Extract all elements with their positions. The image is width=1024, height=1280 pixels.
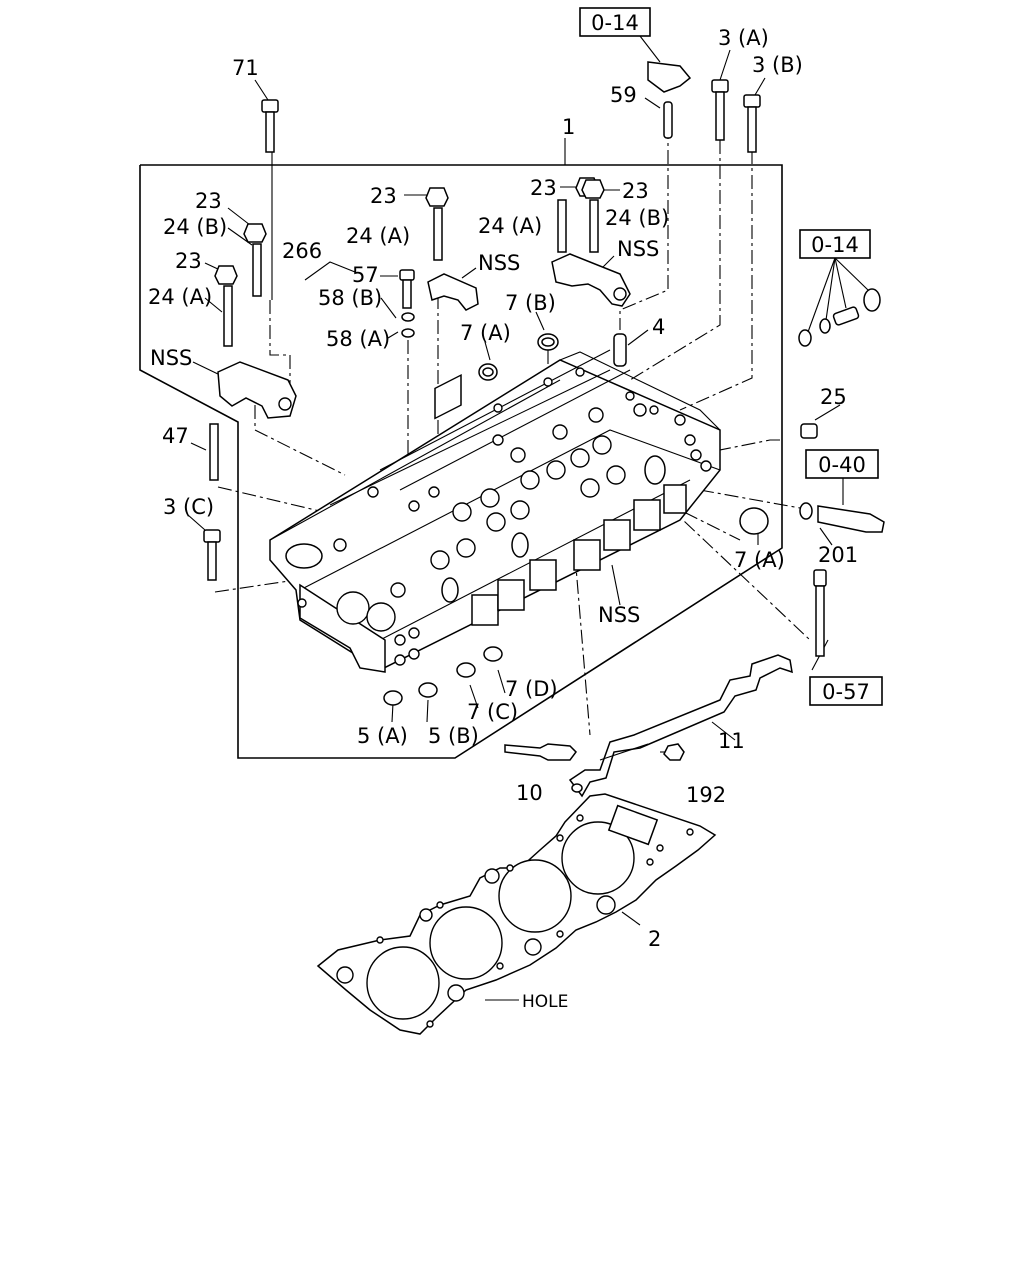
studs-24 xyxy=(223,199,599,347)
bolt-3a xyxy=(711,79,729,141)
label-3b: 3 (B) xyxy=(752,53,803,77)
glow-fitting-201 xyxy=(799,502,885,533)
o-ring-58b xyxy=(401,312,415,322)
cylinder-head-body xyxy=(269,349,721,673)
label-23-e: 23 xyxy=(622,179,649,203)
leak-off-pipe-11 xyxy=(568,654,793,798)
label-3c: 3 (C) xyxy=(163,495,214,519)
label-24a-right: 24 (A) xyxy=(478,214,542,238)
nut-192 xyxy=(663,743,685,761)
label-24a-left: 24 (A) xyxy=(148,285,212,309)
leader-lines xyxy=(187,35,844,1001)
ref-box-glow xyxy=(805,449,879,479)
label-7d: 7 (D) xyxy=(505,677,558,701)
ref-box-top xyxy=(579,7,651,37)
bolt-3b xyxy=(743,94,761,153)
label-5a: 5 (A) xyxy=(357,724,408,748)
label-hole: HOLE xyxy=(522,992,568,1012)
label-24b-right: 24 (B) xyxy=(605,206,669,230)
pin-59-and-bracket xyxy=(647,61,692,139)
seal-7a-top xyxy=(478,363,498,381)
part-labels: 71 59 3 (A) 3 (B) 1 23 24 (B) 23 24 (A) … xyxy=(148,26,858,1012)
label-25: 25 xyxy=(820,385,847,409)
ref-box-right xyxy=(799,229,871,259)
plug-25 xyxy=(800,423,818,439)
label-7c: 7 (C) xyxy=(467,700,518,724)
bearing-cap-right xyxy=(551,253,631,307)
label-23-b: 23 xyxy=(175,249,202,273)
label-1: 1 xyxy=(562,115,575,139)
label-192: 192 xyxy=(686,783,726,807)
label-nss-left: NSS xyxy=(150,346,192,370)
glow-plug-10 xyxy=(504,743,577,761)
bolt-71 xyxy=(261,99,279,153)
stud-47 xyxy=(209,423,219,481)
label-266: 266 xyxy=(282,239,322,263)
seal-7a-right xyxy=(739,507,769,535)
label-58b: 58 (B) xyxy=(318,286,382,310)
ref-box-top-label: 0-14 xyxy=(591,11,639,35)
valve-stem-seals xyxy=(383,646,503,706)
label-47: 47 xyxy=(162,424,189,448)
fitting-group-right xyxy=(798,257,881,347)
label-7a-top: 7 (A) xyxy=(460,321,511,345)
sleeve-4 xyxy=(613,333,627,367)
label-7a-right: 7 (A) xyxy=(734,548,785,572)
label-23-c: 23 xyxy=(370,184,397,208)
label-24a-mid: 24 (A) xyxy=(346,224,410,248)
label-7b: 7 (B) xyxy=(505,291,556,315)
bolt-3c xyxy=(203,529,221,581)
assembly-frame xyxy=(139,164,783,759)
label-23-d: 23 xyxy=(530,176,557,200)
ref-box-right-label: 0-14 xyxy=(811,233,859,257)
label-2: 2 xyxy=(648,927,661,951)
seal-7b xyxy=(537,333,559,351)
label-11: 11 xyxy=(718,729,745,753)
label-57: 57 xyxy=(352,263,379,287)
o-ring-58a xyxy=(401,328,415,338)
head-gasket xyxy=(316,793,717,1035)
nuts-23 xyxy=(214,177,605,285)
label-58a: 58 (A) xyxy=(326,327,390,351)
ref-box-glow-label: 0-40 xyxy=(818,453,866,477)
label-nss-right: NSS xyxy=(617,237,659,261)
label-nss-mid: NSS xyxy=(478,251,520,275)
plug-57 xyxy=(399,269,415,309)
ref-box-injector-label: 0-57 xyxy=(822,680,870,704)
label-3a: 3 (A) xyxy=(718,26,769,50)
bearing-cap-mid xyxy=(427,273,479,311)
label-71: 71 xyxy=(232,56,259,80)
label-10: 10 xyxy=(516,781,543,805)
ref-box-injector xyxy=(809,676,883,706)
label-201: 201 xyxy=(818,543,858,567)
label-5b: 5 (B) xyxy=(428,724,479,748)
label-nss-bottom: NSS xyxy=(598,603,640,627)
label-23-a: 23 xyxy=(195,189,222,213)
label-4: 4 xyxy=(652,315,665,339)
injector-sleeve xyxy=(813,569,827,657)
bearing-cap-left xyxy=(217,361,297,419)
label-24b-left: 24 (B) xyxy=(163,215,227,239)
label-59: 59 xyxy=(610,83,637,107)
